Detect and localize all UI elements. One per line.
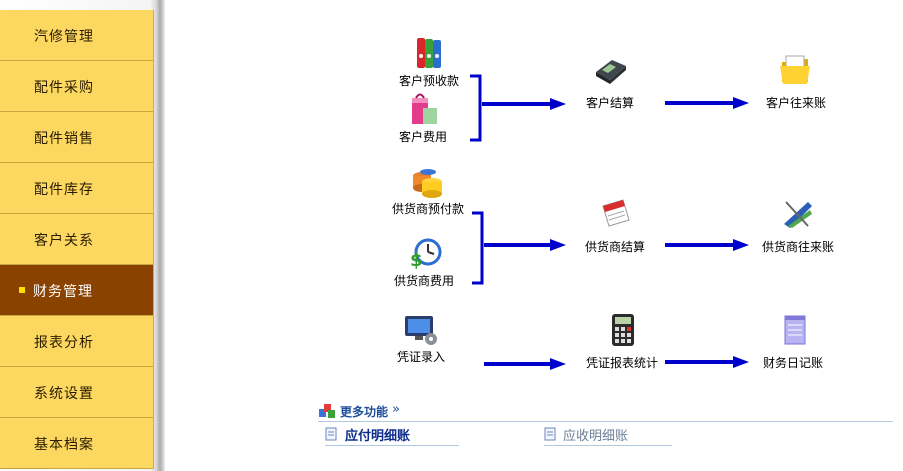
sidebar-item-label: 汽修管理 — [34, 29, 94, 45]
sidebar-item-finance[interactable]: 财务管理 — [0, 265, 154, 316]
notepad-icon — [784, 315, 806, 345]
sidebar-item-label: 客户关系 — [34, 233, 94, 249]
voucher-entry-label: 凭证录入 — [396, 350, 445, 364]
customer-bracket — [470, 74, 482, 142]
active-dot-icon — [19, 287, 25, 293]
customer-settle-node[interactable]: 客户结算 — [578, 52, 642, 111]
binders-icon — [417, 38, 441, 68]
sidebar-item-label: 基本档案 — [34, 437, 94, 453]
more-chevron-icon[interactable]: » — [392, 402, 400, 417]
customer-prepay-node[interactable]: 客户预收款 — [392, 36, 466, 89]
supplier-expense-label: 供货商费用 — [393, 274, 454, 288]
drafting-tools-icon — [784, 201, 812, 228]
folder-icon — [780, 55, 810, 84]
sidebar-item-reports[interactable]: 报表分析 — [0, 316, 154, 367]
sidebar-item-parts-purchase[interactable]: 配件采购 — [0, 61, 154, 112]
sidebar-item-auto-repair[interactable]: 汽修管理 — [0, 10, 154, 61]
payable-detail-link[interactable]: 应付明细账 — [325, 425, 459, 446]
voucher-stats-node[interactable]: 凭证报表统计 — [580, 312, 664, 371]
customer-ledger-label: 客户往来账 — [765, 96, 826, 110]
receivable-underline — [544, 445, 672, 446]
sidebar-item-customer-relations[interactable]: 客户关系 — [0, 214, 154, 265]
supplier-expense-node[interactable]: $ 供货商费用 — [392, 236, 456, 289]
sidebar: 汽修管理 配件采购 配件销售 配件库存 客户关系 财务管理 报表分析 系统设置 — [0, 0, 165, 471]
modules-icon — [319, 404, 335, 418]
svg-text:$: $ — [410, 250, 423, 271]
supplier-prepay-node[interactable]: 供货商预付款 — [391, 164, 465, 217]
sidebar-item-basic-records[interactable]: 基本档案 — [0, 418, 154, 469]
pos-terminal-icon — [596, 60, 626, 84]
sidebar-item-parts-inventory[interactable]: 配件库存 — [0, 163, 154, 214]
supplier-ledger-label: 供货商往来账 — [761, 240, 834, 254]
customer-settle-label: 客户结算 — [585, 96, 634, 110]
customer-arrow-2 — [665, 97, 749, 109]
payable-underline — [325, 445, 459, 446]
payable-detail-label: 应付明细账 — [345, 429, 411, 444]
receivable-detail-label: 应收明细账 — [563, 429, 629, 444]
voucher-arrow-1 — [484, 358, 566, 370]
more-functions-title: 更多功能 — [340, 405, 389, 419]
voucher-journal-node[interactable]: 财务日记账 — [758, 312, 828, 371]
calendar-icon — [602, 199, 630, 227]
sidebar-item-system-settings[interactable]: 系统设置 — [0, 367, 154, 418]
shopping-bags-icon — [412, 93, 437, 124]
voucher-entry-node[interactable]: 凭证录入 — [390, 312, 452, 365]
customer-prepay-label: 客户预收款 — [398, 74, 459, 88]
supplier-settle-label: 供货商结算 — [584, 240, 645, 254]
supplier-prepay-label: 供货商预付款 — [391, 202, 464, 216]
supplier-settle-node[interactable]: 供货商结算 — [578, 196, 652, 255]
supplier-bracket — [472, 211, 484, 285]
sidebar-item-label: 配件采购 — [34, 80, 94, 96]
sidebar-item-label: 财务管理 — [33, 284, 93, 300]
sidebar-item-label: 配件库存 — [34, 182, 94, 198]
sidebar-item-label: 报表分析 — [34, 335, 94, 351]
document-icon — [544, 427, 556, 441]
sidebar-item-label: 系统设置 — [34, 386, 94, 402]
sidebar-item-parts-sales[interactable]: 配件销售 — [0, 112, 154, 163]
customer-ledger-node[interactable]: 客户往来账 — [760, 52, 832, 111]
customer-expense-node[interactable]: 客户费用 — [392, 92, 454, 145]
monitor-gear-icon — [405, 316, 437, 345]
supplier-ledger-node[interactable]: 供货商往来账 — [758, 196, 838, 255]
dollar-clock-icon: $ — [410, 238, 442, 271]
supplier-arrow-1 — [484, 239, 566, 251]
calculator-icon — [612, 314, 634, 346]
customer-expense-label: 客户费用 — [398, 130, 447, 144]
customer-arrow-1 — [482, 98, 566, 110]
supplier-arrow-2 — [665, 239, 749, 251]
more-divider — [318, 421, 893, 422]
receivable-detail-link[interactable]: 应收明细账 — [544, 425, 672, 446]
voucher-journal-label: 财务日记账 — [762, 356, 823, 370]
voucher-stats-label: 凭证报表统计 — [585, 356, 658, 370]
document-icon — [325, 427, 337, 441]
sidebar-item-label: 配件销售 — [34, 131, 94, 147]
coin-stacks-icon — [413, 169, 442, 198]
voucher-arrow-2 — [665, 356, 749, 368]
